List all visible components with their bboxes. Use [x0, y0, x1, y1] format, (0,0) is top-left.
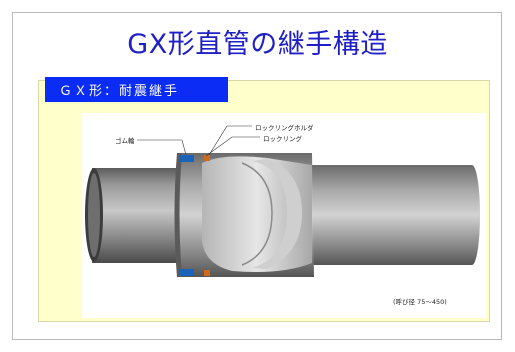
- socket-bell: [174, 153, 314, 277]
- rubber-ring-label: ゴム輪: [115, 137, 135, 145]
- joint-type-tag: ＧＸ形：耐震継手: [45, 77, 228, 102]
- rubber-ring-marker: [180, 155, 194, 276]
- slide-title: GX形直管の継手構造: [127, 29, 388, 60]
- lock-ring-label: ロックリング: [263, 135, 302, 143]
- lock-ring-holder-label: ロックリングホルダ: [255, 124, 314, 132]
- lock-ring-holder-leader: [208, 125, 252, 156]
- rubber-ring-leader: [137, 139, 187, 156]
- socket-pipe: [312, 165, 480, 265]
- lock-ring-leader: [205, 136, 260, 157]
- pipe-joint-illustration: [82, 113, 486, 318]
- nominal-size-note: (呼び径 75～450): [393, 298, 447, 306]
- lock-ring-marker: [204, 155, 210, 276]
